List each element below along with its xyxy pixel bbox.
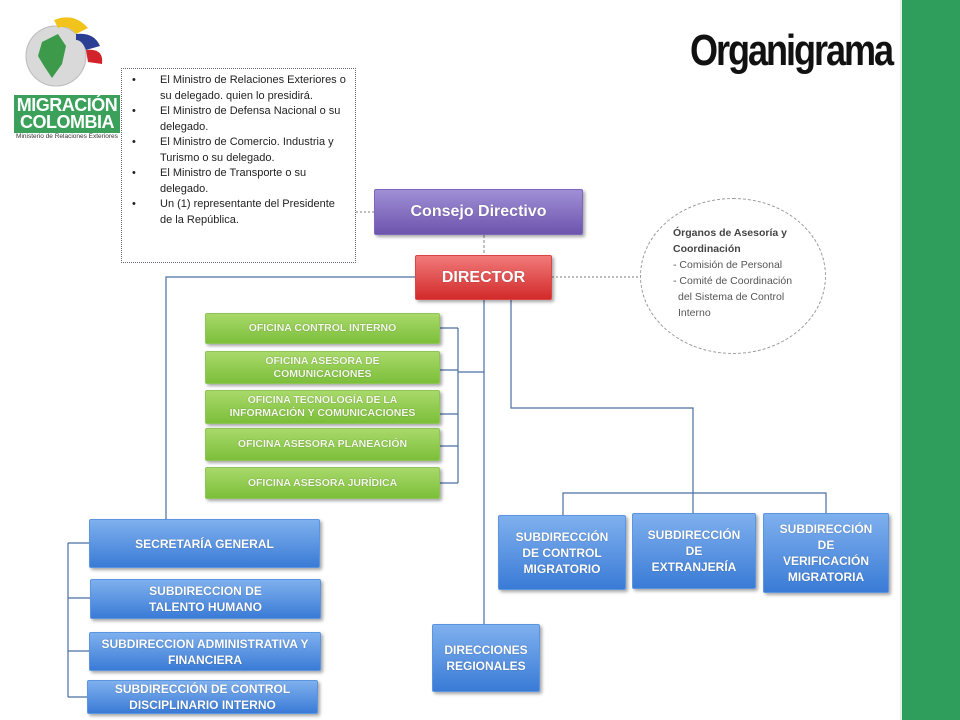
subdireccion-administrativa-financiera[interactable]: SUBDIRECCION ADMINISTRATIVA Y FINANCIERA [89, 632, 321, 671]
consejo-member: El Ministro de Defensa Nacional o su del… [126, 104, 349, 135]
organos-asesoria-ellipse: Órganos de Asesoría y Coordinación - Com… [640, 198, 826, 354]
oficina-asesora-comunicaciones[interactable]: OFICINA ASESORA DE COMUNICACIONES [205, 351, 440, 384]
subdireccion-talento-humano[interactable]: SUBDIRECCION DE TALENTO HUMANO [90, 579, 321, 619]
oficina-asesora-planeacion[interactable]: OFICINA ASESORA PLANEACIÓN [205, 428, 440, 461]
page-title: Organigrama [690, 26, 894, 75]
logo-subtitle: Ministerio de Relaciones Exteriores [16, 133, 118, 140]
consejo-member: El Ministro de Comercio. Industria y Tur… [126, 135, 349, 166]
consejo-member: El Ministro de Transporte o su delegado. [126, 166, 349, 197]
oficina-asesora-juridica[interactable]: OFICINA ASESORA JURÍDICA [205, 467, 440, 499]
consejo-directivo-box[interactable]: Consejo Directivo [374, 189, 583, 235]
secretaria-general-box[interactable]: SECRETARÍA GENERAL [89, 519, 320, 568]
green-side-bar [900, 0, 960, 720]
organos-item: del Sistema de Control Interno [678, 291, 785, 319]
oficina-tecnologia[interactable]: OFICINA TECNOLOGÍA DE LA INFORMACIÓN Y C… [205, 390, 440, 424]
subdireccion-control-disciplinario[interactable]: SUBDIRECCIÓN DE CONTROL DISCIPLINARIO IN… [87, 680, 318, 714]
organos-heading: Órganos de Asesoría y Coordinación [673, 227, 787, 255]
oficina-control-interno[interactable]: OFICINA CONTROL INTERNO [205, 313, 440, 344]
consejo-member: Un (1) representante del Presidente de l… [126, 197, 349, 228]
organos-item: - Comité de Coordinación [673, 275, 793, 287]
organos-item: - Comisión de Personal [673, 259, 783, 271]
logo-line1: MIGRACIÓN [16, 95, 118, 115]
consejo-member: El Ministro de Relaciones Exteriores o s… [126, 73, 349, 104]
subdireccion-verificacion-migratoria[interactable]: SUBDIRECCIÓN DE VERIFICACIÓN MIGRATORIA [763, 513, 889, 593]
direcciones-regionales-box[interactable]: DIRECCIONES REGIONALES [432, 624, 540, 692]
migracion-colombia-logo: MIGRACIÓN COLOMBIA Ministerio de Relacio… [14, 12, 120, 140]
logo-line2: COLOMBIA [20, 112, 115, 132]
consejo-members-box: El Ministro de Relaciones Exteriores o s… [121, 68, 356, 263]
subdireccion-extranjeria[interactable]: SUBDIRECCIÓN DE EXTRANJERÍA [632, 513, 756, 589]
director-box[interactable]: DIRECTOR [415, 255, 552, 300]
subdireccion-control-migratorio[interactable]: SUBDIRECCIÓN DE CONTROL MIGRATORIO [498, 515, 626, 590]
